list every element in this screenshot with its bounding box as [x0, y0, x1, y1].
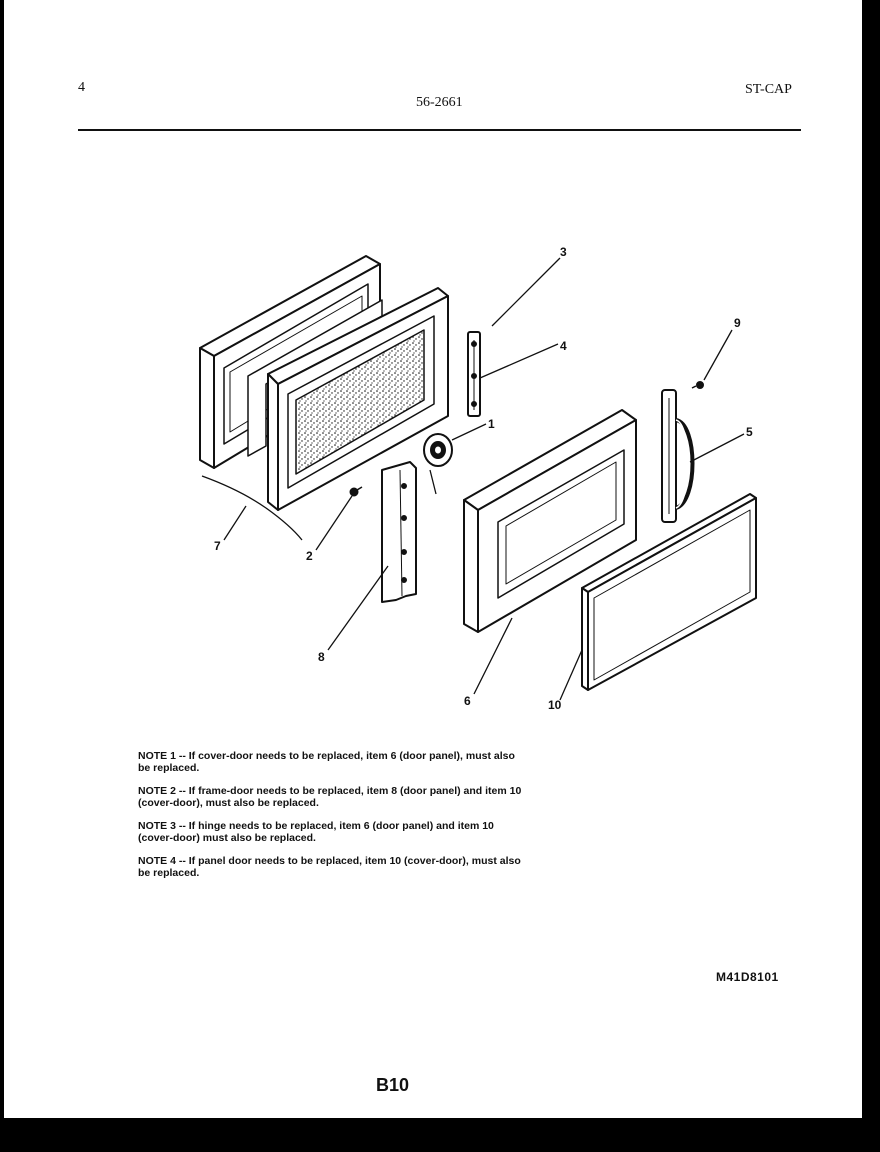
leader-line-1: [451, 423, 487, 441]
leader-line-1b: [429, 469, 437, 495]
callout-7: 7: [214, 539, 221, 553]
note-3: NOTE 3 -- If hinge needs to be replaced,…: [138, 820, 494, 844]
screw-part: [349, 486, 363, 497]
header-rule: [78, 129, 801, 131]
callout-5: 5: [746, 425, 753, 439]
hinge-part: [467, 331, 481, 417]
window-panel-part: [267, 287, 449, 511]
callout-4: 4: [560, 339, 567, 353]
leader-line-9: [703, 329, 733, 381]
notes-section: NOTE 1 -- If cover-door needs to be repl…: [138, 750, 528, 890]
callout-9: 9: [734, 316, 741, 330]
document-number: 56-2661: [416, 95, 463, 110]
leader-line-2: [315, 495, 353, 551]
callout-8: 8: [318, 650, 325, 664]
section-code: ST-CAP: [745, 82, 792, 97]
hinge-screw-part: [691, 381, 704, 389]
bracket-part: [381, 461, 417, 603]
parts-diagram-page: 4 56-2661 ST-CAP: [4, 0, 862, 1118]
door-panel-part: [463, 409, 637, 633]
callout-3: 3: [560, 245, 567, 259]
leader-line-6: [473, 617, 513, 695]
exploded-door-diagram: 1 2 3 4 5 6 7 8 9 10: [199, 245, 757, 712]
page-code: B10: [376, 1075, 410, 1095]
handle-part: [661, 389, 695, 523]
leader-line-7b: [223, 505, 247, 541]
model-code: M41D8101: [716, 970, 779, 984]
page-number: 4: [78, 80, 85, 95]
callout-2: 2: [306, 549, 313, 563]
callout-6: 6: [464, 694, 471, 708]
leader-line-5: [689, 433, 745, 463]
callout-1: 1: [488, 417, 495, 431]
note-2: NOTE 2 -- If frame-door needs to be repl…: [138, 785, 522, 809]
callout-10: 10: [548, 698, 562, 712]
leader-line-3: [491, 257, 561, 327]
spacer-part: [423, 433, 453, 467]
leader-line-4: [479, 343, 559, 379]
leader-line-7: [201, 475, 303, 541]
leader-line-10: [559, 649, 583, 701]
leader-line-8: [327, 565, 389, 651]
note-1: NOTE 1 -- If cover-door needs to be repl…: [138, 750, 515, 774]
cover-door-part: [581, 493, 757, 691]
note-4: NOTE 4 -- If panel door needs to be repl…: [138, 855, 521, 879]
